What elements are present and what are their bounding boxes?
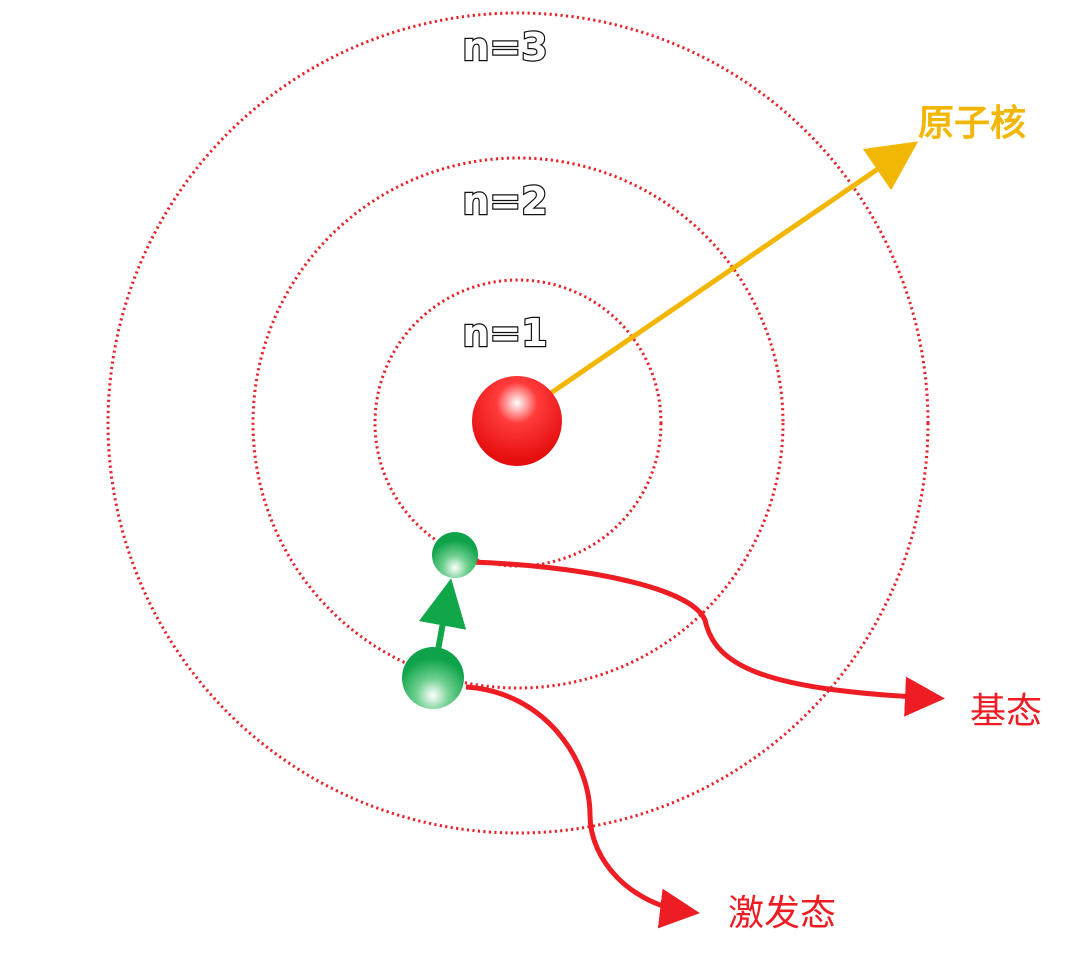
excited-state-arrow xyxy=(465,684,700,929)
transition-arrow xyxy=(418,578,467,651)
nucleus-arrow xyxy=(546,141,919,398)
ground-state-arrow xyxy=(469,559,945,717)
ground-state-label: 基态 xyxy=(970,691,1042,732)
nucleus xyxy=(472,376,562,466)
orbit-n1 xyxy=(373,278,663,568)
orbit-n3 xyxy=(106,11,930,835)
nucleus-label: 原子核 xyxy=(918,103,1026,144)
electron-ground-state xyxy=(432,532,478,578)
orbit-label-n1: n=1 xyxy=(462,311,547,355)
electron-excited-state xyxy=(402,647,464,709)
excited-state-label: 激发态 xyxy=(728,893,836,934)
orbit-n2 xyxy=(251,156,785,690)
orbit-label-n3: n=3 xyxy=(462,25,547,69)
orbit-label-n2: n=2 xyxy=(462,179,547,223)
